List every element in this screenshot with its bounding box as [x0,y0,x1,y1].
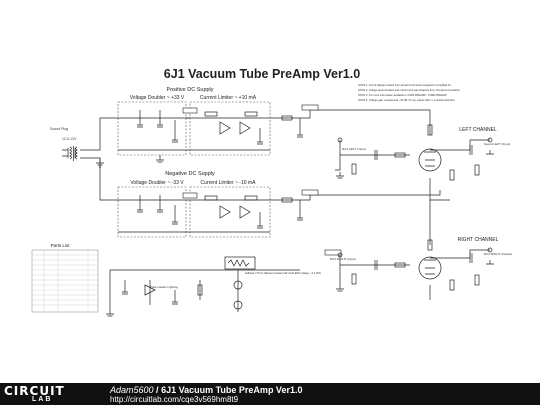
cl-negative-label: Current Limiter ~ -10 mA [201,180,257,186]
tube-right [418,256,442,280]
schematic-diagram: 6J1 Vacuum Tube PreAmp Ver1.0 NOTE 1: Ci… [31,67,512,317]
cl-positive-label: Current Limiter ~ +10 mA [200,95,257,101]
logo-text-bottom: LAB [32,396,53,403]
footer-title: 6J1 Vacuum Tube PreAmp Ver1.0 [161,385,303,395]
vd-negative-box [117,186,187,238]
ground-symbols [96,150,494,317]
negative-dc-label: Negative DC Supply [165,171,215,177]
right-channel-label: RIGHT CHANNEL [458,237,499,243]
parts-list-table [31,249,99,313]
logo-text-top: CIRCUIT [4,384,65,398]
left-channel-label: LEFT CHANNEL [459,127,497,133]
cl-positive-box [189,101,271,156]
schematic-canvas: 6J1 Vacuum Tube PreAmp Ver1.0 NOTE 1: Ci… [31,67,513,317]
footer-bar: CIRCUIT LAB Adam5600 / 6J1 Vacuum Tube P… [0,383,540,405]
diagram-title: 6J1 Vacuum Tube PreAmp Ver1.0 [164,67,360,81]
right-input-label: RCA RIGHT (Input) [330,257,356,261]
components-right-channel [337,239,493,291]
note-1: NOTE 1: Circuit diagram tested from actu… [358,83,451,87]
transformer-label: 12-0-12V [62,137,77,141]
positive-dc-label: Positive DC Supply [166,87,213,93]
note-4: NOTE 4: Voltage gain measured at ~90 dB.… [358,98,456,102]
transformer-symbol [69,146,78,161]
cl-negative-box [189,186,271,238]
footer-title-line: Adam5600 / 6J1 Vacuum Tube PreAmp Ver1.0 [110,385,302,395]
filament-note: Fallback V HI Ac (filament) loaded half … [245,272,321,275]
author-link[interactable]: Adam5600 [110,385,154,395]
wiring [62,109,490,312]
components-negative [137,195,303,229]
note-3: NOTE 3: For more information available o… [358,93,447,97]
footer-separator: / [153,385,162,395]
vd-negative-label: Voltage Doubler ~ -33 V [130,180,184,186]
vd-positive-box [117,101,187,156]
vd-positive-label: Voltage Doubler ~ +33 V [130,95,185,101]
components-left-channel [337,124,493,181]
notes-block: NOTE 1: Circuit diagram tested from actu… [358,83,461,102]
right-output-label: RCA RIGHT (Output) [484,252,512,256]
components-heater [122,256,256,310]
left-output-label: Sound LEFT (Input) [484,142,510,146]
heater-led-label: Tube Heater Lighting [150,285,178,289]
left-input-label: RCA LEFT (Input) [342,147,366,151]
mains-label: Sound Plug [50,127,68,131]
footer-url[interactable]: http://circuitlab.com/cqe3v569hm8t9 [110,395,239,404]
note-2: NOTE 2: Voltage approximated and current… [358,88,461,92]
circuitlab-logo[interactable]: CIRCUIT LAB [4,384,88,404]
parts-list-title: Parts List [51,243,71,248]
rail-label-boxes [182,104,342,256]
components-positive [137,110,303,145]
tube-left [418,148,442,172]
